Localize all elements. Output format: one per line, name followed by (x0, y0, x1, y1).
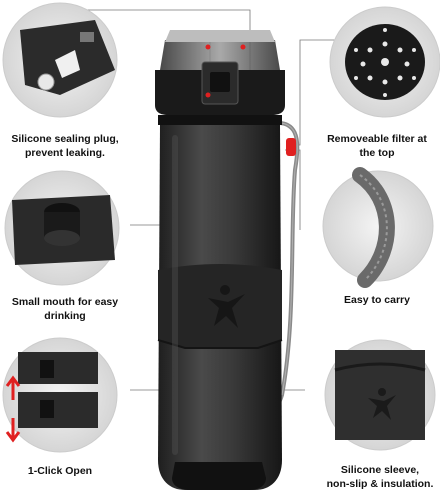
caption-one-click: 1-Click Open (0, 464, 130, 478)
caption-sealing-plug-line2: prevent leaking. (25, 147, 105, 160)
water-bottle (155, 30, 300, 490)
caption-sealing-plug: Silicone sealing plug, prevent leaking. (0, 132, 135, 160)
lid-open-state (18, 352, 98, 384)
sleeve-ridge (334, 362, 426, 372)
caption-silicone-sleeve: Silicone sleeve, non-slip & insulation. (315, 463, 440, 491)
lid-closed-state (18, 392, 98, 428)
detail-circle-strap (322, 167, 434, 288)
caption-sleeve-line2: non-slip & insulation. (326, 478, 434, 491)
lid-cap-top (165, 30, 275, 42)
plug-cap (37, 73, 55, 91)
logo-figure (208, 285, 245, 328)
lid-red-dot (205, 44, 211, 50)
arrow-up-icon (5, 375, 21, 400)
strap-texture (359, 174, 388, 281)
mouth-spout-base (44, 230, 80, 246)
bottle-base (172, 462, 266, 490)
caption-filter-line1: Removeable filter at (327, 133, 427, 145)
sleeve-edge (157, 339, 283, 349)
plug-seal (55, 50, 80, 78)
caption-one-click-line1: 1-Click Open (27, 465, 93, 477)
latch-closed (40, 400, 54, 418)
latch-open (40, 360, 54, 378)
latch-red-dot (205, 92, 211, 98)
filter-holes (354, 28, 416, 97)
lid-latch-window (210, 72, 230, 92)
caption-small-mouth: Small mouth for easy drinking (0, 295, 135, 323)
caption-filter-line2: the top (359, 147, 395, 160)
caption-small-mouth-line1: Small mouth for easy (11, 296, 119, 308)
detail-circle-one-click (2, 337, 118, 453)
detail-circle-sleeve (324, 339, 436, 451)
caption-easy-carry: Easy to carry (312, 293, 440, 307)
detail-circle-filter (329, 6, 440, 118)
bottle-highlight (172, 135, 178, 455)
caption-small-mouth-line2: drinking (44, 310, 86, 323)
neck-ring (158, 115, 282, 125)
lid-red-dot-2 (240, 44, 246, 50)
caption-removable-filter: Removeable filter at the top (312, 132, 440, 160)
strap-clip (286, 138, 296, 156)
plug-hinge (80, 32, 94, 42)
detail-circle-sealing-plug (2, 2, 118, 118)
lid-cap (160, 40, 280, 70)
arrow-down-icon (5, 418, 21, 443)
caption-sleeve-line1: Silicone sleeve, (340, 464, 420, 476)
caption-sealing-plug-line1: Silicone sealing plug, (11, 133, 119, 145)
sleeve-logo (368, 388, 396, 420)
carry-strap-highlight (261, 122, 298, 396)
caption-easy-carry-line1: Easy to carry (344, 294, 410, 306)
detail-circle-small-mouth (4, 170, 120, 286)
